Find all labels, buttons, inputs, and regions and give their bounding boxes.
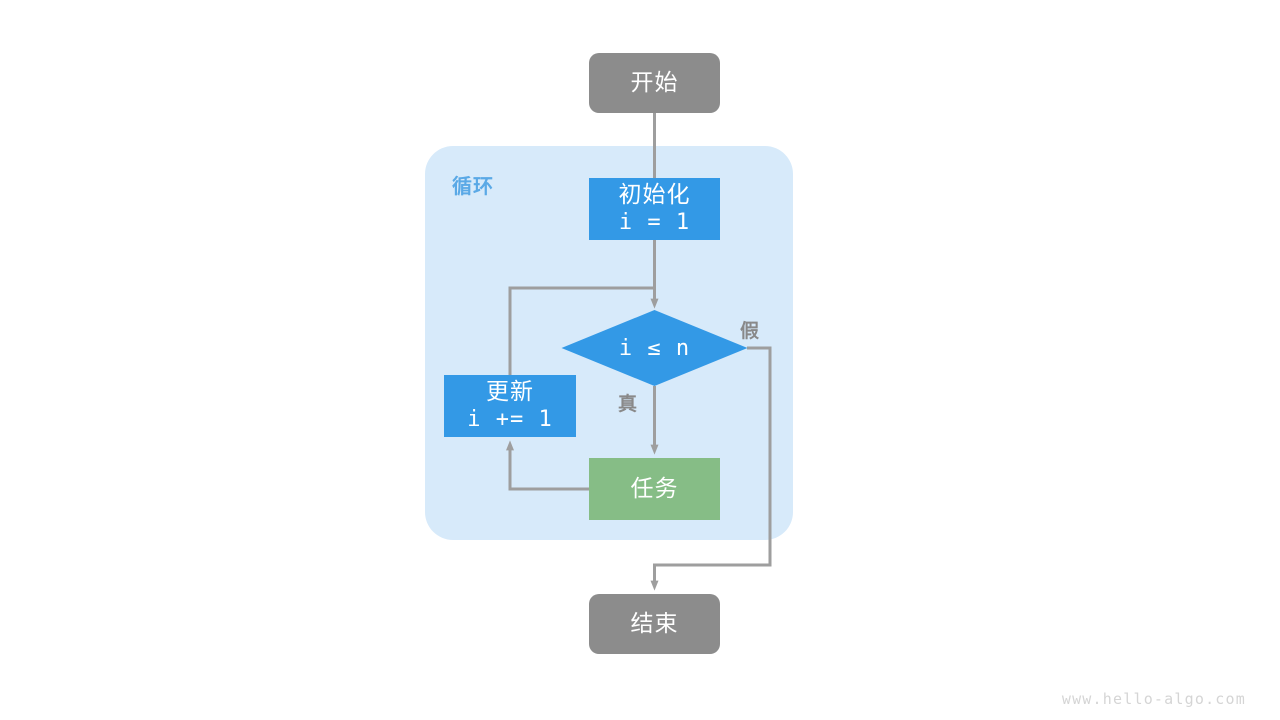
end-node[interactable] (589, 594, 720, 654)
initialize-node[interactable] (589, 178, 720, 240)
edge-task-to-update (506, 440, 589, 491)
update-node[interactable] (444, 375, 576, 437)
edge-update-to-condition (508, 286, 655, 375)
watermark: www.hello-algo.com (1061, 690, 1246, 708)
task-node[interactable] (589, 458, 720, 520)
edge-condition-to-end (650, 346, 772, 591)
condition-node[interactable] (561, 310, 748, 386)
start-node[interactable] (589, 53, 720, 113)
